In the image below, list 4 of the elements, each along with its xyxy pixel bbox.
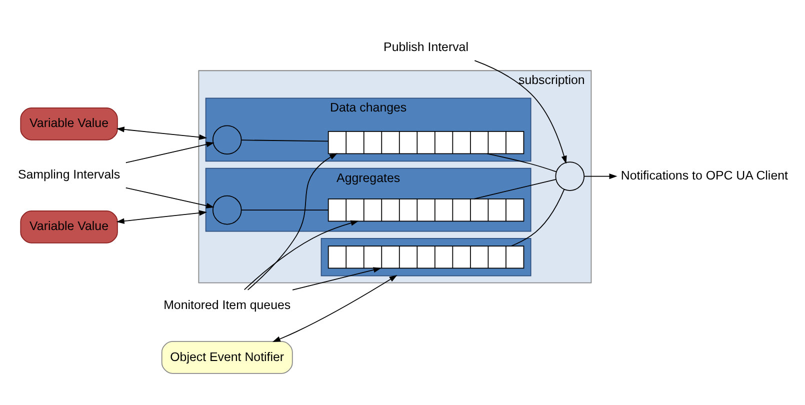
node-text: Publish Interval [384, 40, 468, 54]
node-text: Sampling Intervals [18, 168, 120, 182]
node-text: Notifications to OPC UA Client [620, 168, 788, 183]
node-text: Monitored Item queues [164, 298, 291, 312]
